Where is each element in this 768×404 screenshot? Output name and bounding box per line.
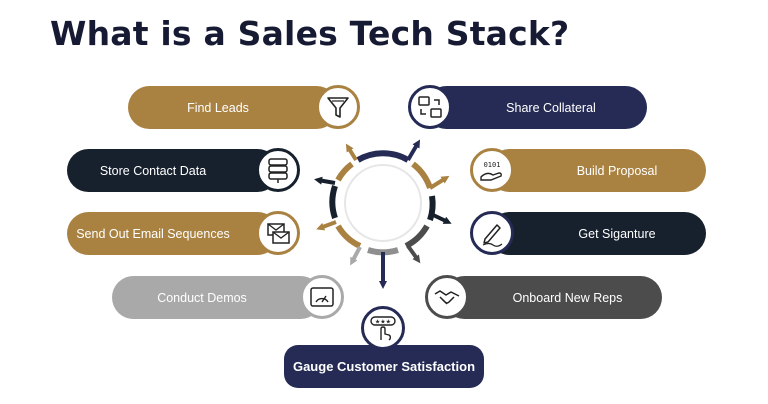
arrow-to-onboard-reps <box>406 244 421 264</box>
arrow-to-store-contact-data <box>314 176 336 185</box>
pill-conduct-demos: Conduct Demos <box>112 276 322 319</box>
arc-segment-grey-bottom <box>367 247 399 256</box>
binary-hand-icon: 0101 <box>470 148 514 192</box>
pill-build-proposal: Build Proposal <box>488 149 706 192</box>
arrow-to-conduct-demos <box>350 246 362 266</box>
arc-segment-dgrey-lower-right <box>404 224 430 249</box>
rating-tap-icon: ★★★ <box>361 306 405 350</box>
pen-sign-icon <box>470 211 514 255</box>
svg-text:0101: 0101 <box>484 161 501 169</box>
arc-segment-navy-top <box>356 150 410 163</box>
arrow-to-share-collateral <box>406 139 421 162</box>
pill-get-signature: Get Siganture <box>488 212 706 255</box>
funnel-icon <box>316 85 360 129</box>
gauge-customer-satisfaction-label: Gauge Customer Satisfaction <box>292 359 476 374</box>
arc-segment-ink-left <box>329 185 338 219</box>
send-email-sequences-label: Send Out Email Sequences <box>76 226 230 241</box>
pill-send-email-sequences: Send Out Email Sequences <box>67 212 279 255</box>
arrow-to-get-signature <box>430 212 452 224</box>
arc-segment-ink-right <box>427 195 436 221</box>
arrow-to-email-sequences <box>316 220 337 231</box>
share-files-icon <box>408 85 452 129</box>
database-icon <box>256 148 300 192</box>
arrow-to-build-proposal <box>428 175 450 190</box>
share-collateral-label: Share Collateral <box>506 100 596 115</box>
onboard-new-reps-label: Onboard New Reps <box>512 290 623 305</box>
build-proposal-label: Build Proposal <box>576 163 658 178</box>
svg-text:★★★: ★★★ <box>375 319 391 326</box>
page-title: What is a Sales Tech Stack? <box>50 14 570 53</box>
arc-segment-gold-lower-left <box>335 224 362 249</box>
store-contact-data-label: Store Contact Data <box>99 163 207 178</box>
pill-store-contact-data: Store Contact Data <box>67 149 279 192</box>
pill-gauge-customer-satisfaction: Gauge Customer Satisfaction <box>284 345 484 388</box>
arc-segment-gold-upper-left <box>335 161 354 182</box>
envelopes-icon <box>256 211 300 255</box>
find-leads-label: Find Leads <box>187 100 249 115</box>
speedometer-icon <box>300 275 344 319</box>
conduct-demos-label: Conduct Demos <box>157 290 247 305</box>
pill-onboard-new-reps: Onboard New Reps <box>443 276 662 319</box>
pill-share-collateral: Share Collateral <box>425 86 647 129</box>
arrow-to-find-leads <box>345 143 358 162</box>
handshake-icon <box>425 275 469 319</box>
pill-find-leads: Find Leads <box>128 86 338 129</box>
get-signature-label: Get Siganture <box>578 226 656 241</box>
